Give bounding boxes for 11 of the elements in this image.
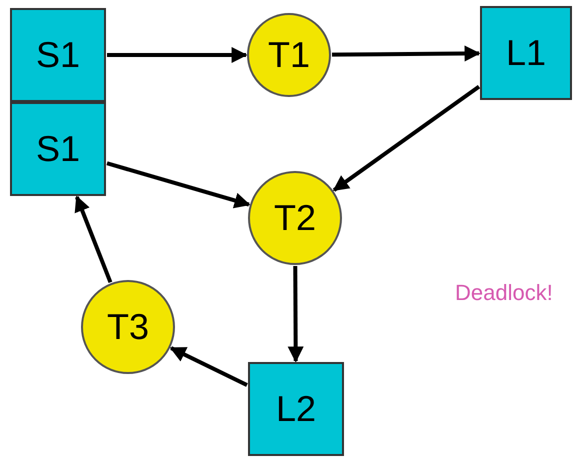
- arrow: [106, 161, 250, 208]
- box-node: S1: [10, 8, 106, 102]
- note-text: Deadlock!: [455, 279, 553, 307]
- box-node: L1: [480, 6, 572, 100]
- box-node: L2: [248, 362, 344, 456]
- arrow: [332, 84, 480, 192]
- arrow: [332, 46, 481, 62]
- arrow: [170, 346, 248, 387]
- box-node: S1: [10, 102, 106, 196]
- arrow: [107, 47, 248, 63]
- arrow: [288, 266, 304, 363]
